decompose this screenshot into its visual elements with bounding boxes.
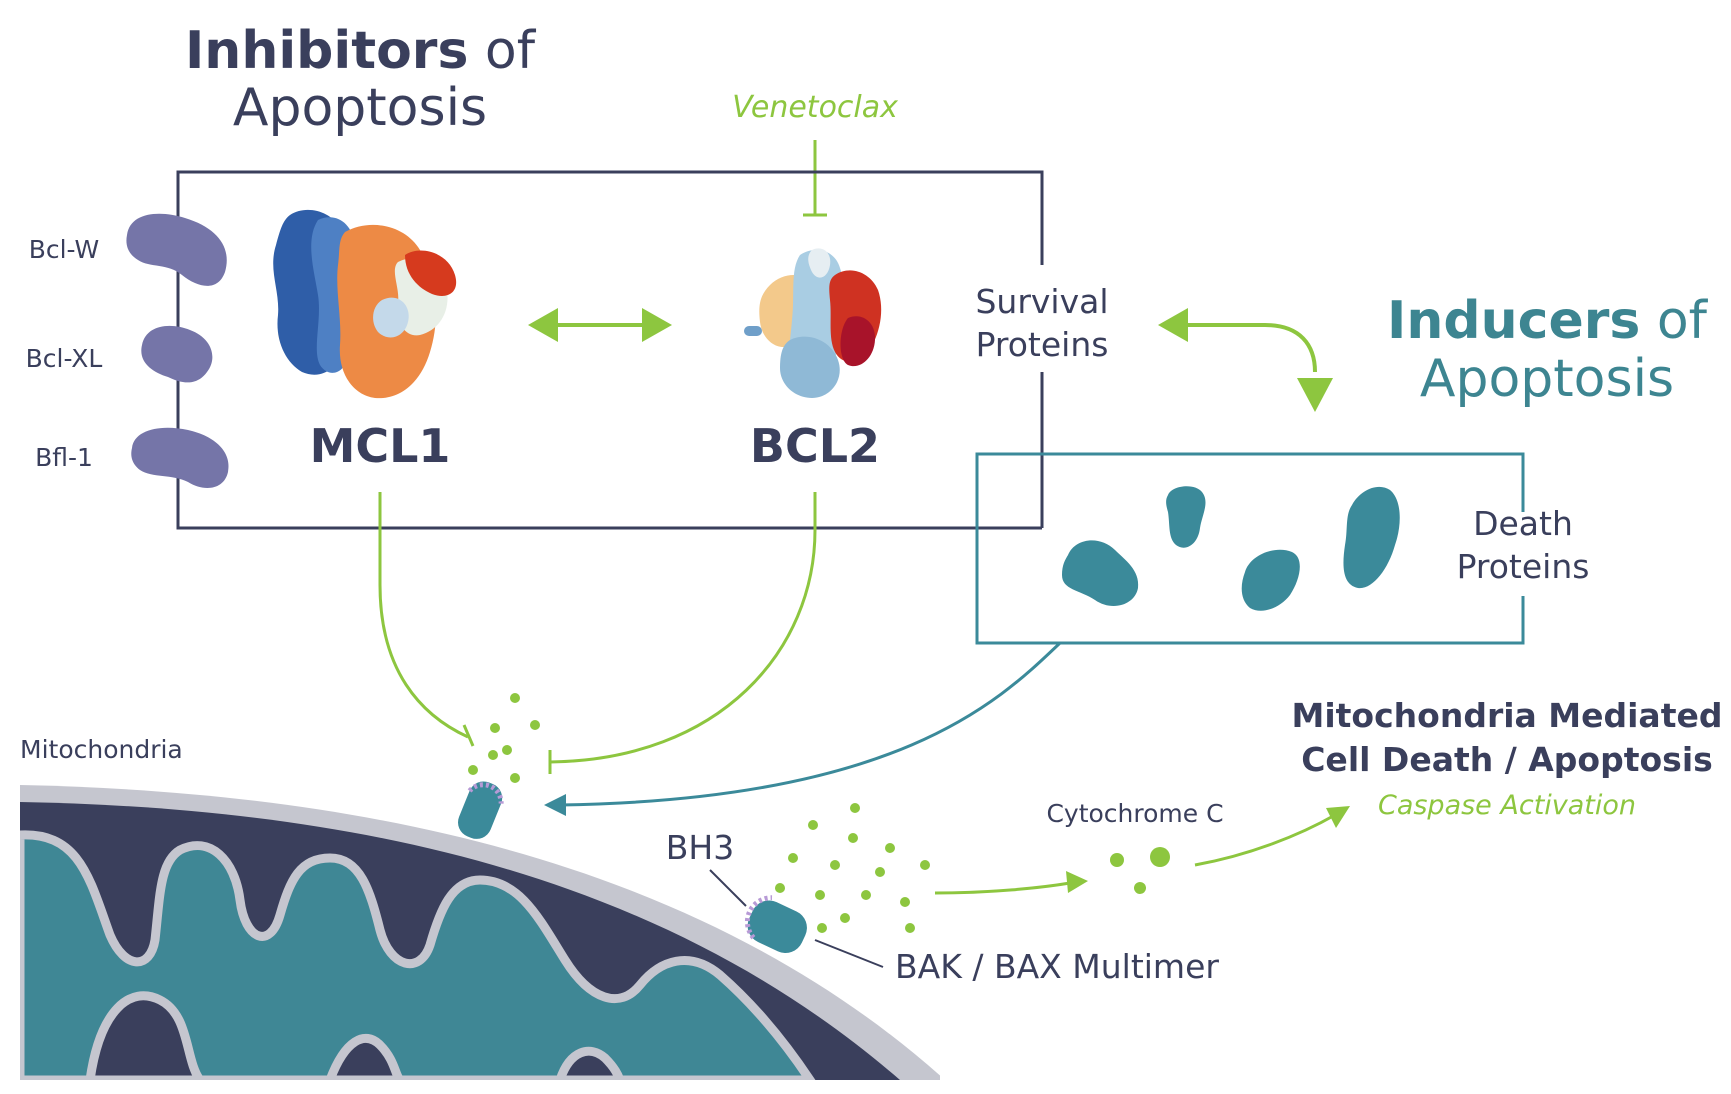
mcl1-label: MCL1: [310, 419, 451, 473]
cytochrome-c-dots: [1110, 847, 1170, 894]
bcl-w-label: Bcl-W: [29, 235, 100, 264]
cytochrome-release-dots: [775, 803, 930, 933]
bcl2-label: BCL2: [750, 419, 880, 473]
bh3-label: BH3: [666, 828, 734, 867]
caspase-activation-label: Caspase Activation: [1378, 790, 1636, 821]
bfl-1-label: Bfl-1: [35, 443, 93, 472]
mcl1-inhibition-curve: [378, 492, 475, 747]
release-arrow: [934, 871, 1088, 895]
cytochrome-c-label: Cytochrome C: [1046, 799, 1223, 828]
death-protein-blob-1: [1062, 540, 1139, 607]
bh3-leader-line: [709, 869, 747, 907]
death-protein-blob-3: [1241, 549, 1300, 611]
inhibitors-title: Inhibitors of: [185, 21, 537, 81]
bcl2-structure-image: [744, 248, 882, 398]
bcl-w-blob: [126, 213, 227, 286]
mcl1-bcl2-double-arrow: [528, 308, 672, 342]
outcome-title-line2: Cell Death / Apoptosis: [1301, 740, 1713, 779]
venetoclax-inhibition-line: [803, 140, 827, 217]
mitochondria-shape: [20, 785, 940, 1080]
death-protein-blob-4: [1343, 486, 1400, 589]
bak-bax-label: BAK / BAX Multimer: [895, 947, 1219, 986]
bh3-dots-cluster: [468, 693, 540, 783]
death-proteins-activation-arrow: [544, 641, 1062, 816]
outcome-arrow: [1194, 806, 1350, 867]
bcl-xl-blob: [141, 325, 213, 383]
death-proteins-box: [975, 452, 1525, 645]
venetoclax-label: Venetoclax: [732, 90, 898, 125]
survival-proteins-label-line2: Proteins: [976, 325, 1109, 364]
mcl1-structure-image: [273, 209, 457, 399]
survival-death-double-arrow: [1158, 308, 1333, 412]
bfl-1-blob: [131, 427, 229, 488]
outcome-title: Mitochondria Mediated: [1292, 696, 1723, 735]
death-proteins-label: Death: [1473, 504, 1573, 543]
upper-pore: [458, 781, 504, 839]
death-proteins-label-line2: Proteins: [1457, 547, 1590, 586]
survival-proteins-label: Survival: [975, 282, 1108, 321]
inhibitors-title-line2: Apoptosis: [233, 78, 487, 138]
bak-bax-leader-line: [814, 939, 884, 968]
mitochondria-label: Mitochondria: [20, 735, 183, 764]
death-protein-blob-2: [1166, 486, 1206, 548]
bcl2-inhibition-curve: [548, 492, 817, 774]
inducers-title-line2: Apoptosis: [1420, 349, 1674, 409]
bak-bax-pore: [744, 895, 807, 954]
bcl-xl-label: Bcl-XL: [26, 344, 103, 373]
inducers-title: Inducers of: [1387, 291, 1709, 351]
